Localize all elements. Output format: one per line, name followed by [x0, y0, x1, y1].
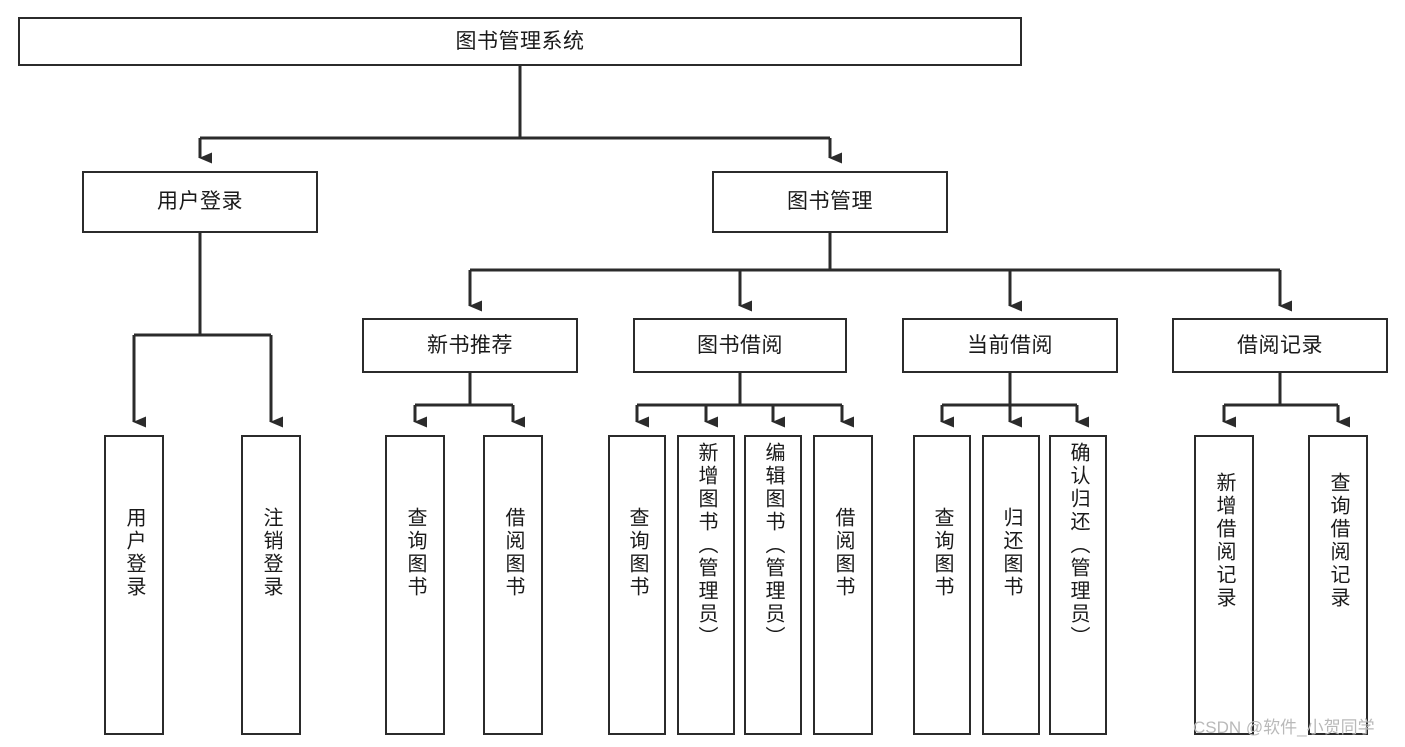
node-leaf-query-book-3-label: 查询图书 — [931, 507, 953, 599]
node-leaf-edit-book[interactable]: 编辑图书（管理员） — [744, 435, 802, 735]
node-leaf-query-book-1-label: 查询图书 — [404, 507, 426, 599]
node-leaf-query-book-2-label: 查询图书 — [626, 507, 648, 599]
node-leaf-return-book-label: 归还图书 — [1000, 507, 1022, 599]
node-leaf-query-book-2[interactable]: 查询图书 — [608, 435, 666, 735]
node-leaf-query-record[interactable]: 查询借阅记录 — [1308, 435, 1368, 735]
node-leaf-confirm-return-label: 确认归还（管理员） — [1067, 442, 1089, 649]
node-current-borrow-label: 当前借阅 — [967, 333, 1053, 357]
node-leaf-query-record-label: 查询借阅记录 — [1327, 472, 1349, 610]
node-root[interactable]: 图书管理系统 — [18, 17, 1022, 66]
node-borrow-record-label: 借阅记录 — [1237, 333, 1323, 357]
node-borrow-record[interactable]: 借阅记录 — [1172, 318, 1388, 373]
node-leaf-return-book[interactable]: 归还图书 — [982, 435, 1040, 735]
node-book-manage-label: 图书管理 — [787, 190, 873, 214]
node-current-borrow[interactable]: 当前借阅 — [902, 318, 1118, 373]
node-leaf-add-record-label: 新增借阅记录 — [1213, 472, 1235, 610]
node-leaf-edit-book-label: 编辑图书（管理员） — [762, 442, 784, 649]
node-leaf-borrow-book-1-label: 借阅图书 — [502, 507, 524, 599]
node-leaf-borrow-book-2[interactable]: 借阅图书 — [813, 435, 873, 735]
node-leaf-add-book-label: 新增图书（管理员） — [695, 442, 717, 649]
node-leaf-add-record[interactable]: 新增借阅记录 — [1194, 435, 1254, 735]
node-book-borrow-label: 图书借阅 — [697, 333, 783, 357]
node-leaf-confirm-return[interactable]: 确认归还（管理员） — [1049, 435, 1107, 735]
node-book-manage[interactable]: 图书管理 — [712, 171, 948, 233]
node-leaf-borrow-book-1[interactable]: 借阅图书 — [483, 435, 543, 735]
node-book-borrow[interactable]: 图书借阅 — [633, 318, 847, 373]
node-leaf-user-login[interactable]: 用户登录 — [104, 435, 164, 735]
node-root-label: 图书管理系统 — [455, 29, 585, 53]
node-leaf-query-book-1[interactable]: 查询图书 — [385, 435, 445, 735]
node-leaf-query-book-3[interactable]: 查询图书 — [913, 435, 971, 735]
node-leaf-user-login-label: 用户登录 — [123, 507, 145, 599]
node-leaf-logout-login[interactable]: 注销登录 — [241, 435, 301, 735]
node-new-book-rec-label: 新书推荐 — [427, 333, 513, 357]
csdn-watermark: CSDN @软件_小贺同学 — [1193, 718, 1375, 737]
node-user-login[interactable]: 用户登录 — [82, 171, 318, 233]
node-new-book-rec[interactable]: 新书推荐 — [362, 318, 578, 373]
node-leaf-logout-login-label: 注销登录 — [260, 507, 282, 599]
node-leaf-add-book[interactable]: 新增图书（管理员） — [677, 435, 735, 735]
node-leaf-borrow-book-2-label: 借阅图书 — [832, 507, 854, 599]
node-user-login-label: 用户登录 — [157, 190, 243, 214]
